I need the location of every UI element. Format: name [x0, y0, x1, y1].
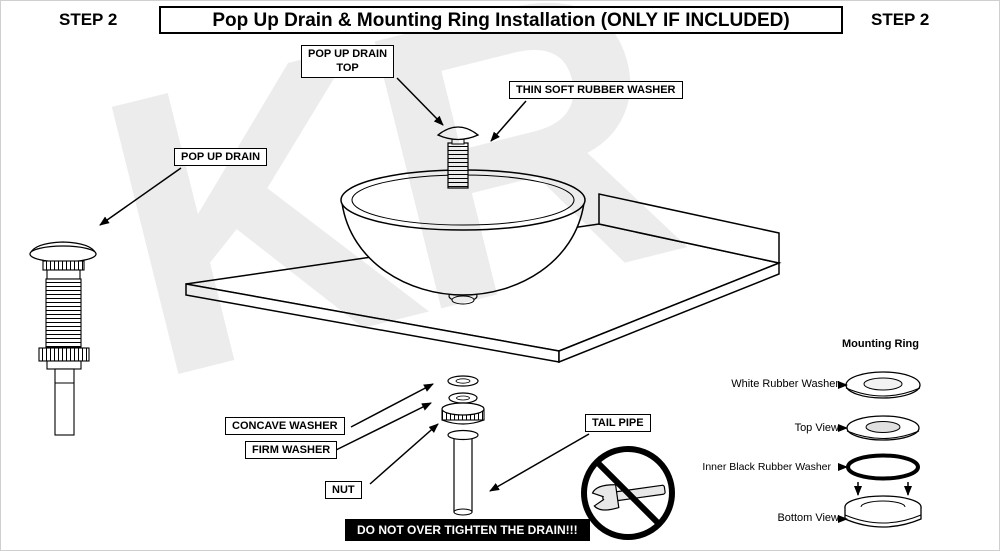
label-bottom-view: Bottom View: [777, 512, 839, 524]
callout-pop-up-drain-top: POP UP DRAIN TOP: [301, 45, 395, 78]
tail-pipe-part: [447, 429, 479, 516]
pop-up-drain-top-part: [436, 126, 480, 189]
label-top-view: Top View: [794, 422, 839, 434]
wrench-icon: [591, 484, 666, 511]
white-rubber-washer-view: [845, 371, 921, 399]
step-label-right: STEP 2: [871, 10, 930, 29]
vessel-sink: [340, 169, 586, 305]
callout-pop-up-drain: POP UP DRAIN: [174, 148, 268, 167]
mounting-ring-views: [838, 371, 922, 528]
callout-arrows: [99, 77, 590, 492]
callout-firm-washer: FIRM WASHER: [245, 441, 338, 460]
step-label-left: STEP 2: [59, 10, 118, 29]
page-title: Pop Up Drain & Mounting Ring Installatio…: [159, 6, 843, 34]
callout-pop-up-drain-top-line2: TOP: [336, 62, 359, 75]
bottom-view: [844, 495, 922, 528]
callout-pop-up-drain-top-line1: POP UP DRAIN: [308, 48, 388, 60]
no-overtighten-sign: [581, 446, 675, 540]
callout-concave-washer: CONCAVE WASHER: [225, 417, 345, 436]
inner-black-rubber-washer-view: [846, 453, 920, 481]
under-counter-parts: [441, 375, 485, 425]
label-white-rubber-washer: White Rubber Washer: [731, 378, 839, 390]
callout-nut: NUT: [325, 481, 362, 500]
callout-thin-soft-rubber-washer: THIN SOFT RUBBER WASHER: [509, 81, 683, 100]
label-inner-black-rubber-washer: Inner Black Rubber Washer: [702, 461, 831, 473]
pop-up-drain-part: [29, 241, 97, 436]
mounting-ring-title: Mounting Ring: [842, 338, 919, 350]
warning-banner: DO NOT OVER TIGHTEN THE DRAIN!!!: [345, 519, 590, 541]
prohibition-icon: [581, 446, 675, 540]
top-view: [846, 415, 920, 441]
callout-tail-pipe: TAIL PIPE: [585, 414, 651, 433]
